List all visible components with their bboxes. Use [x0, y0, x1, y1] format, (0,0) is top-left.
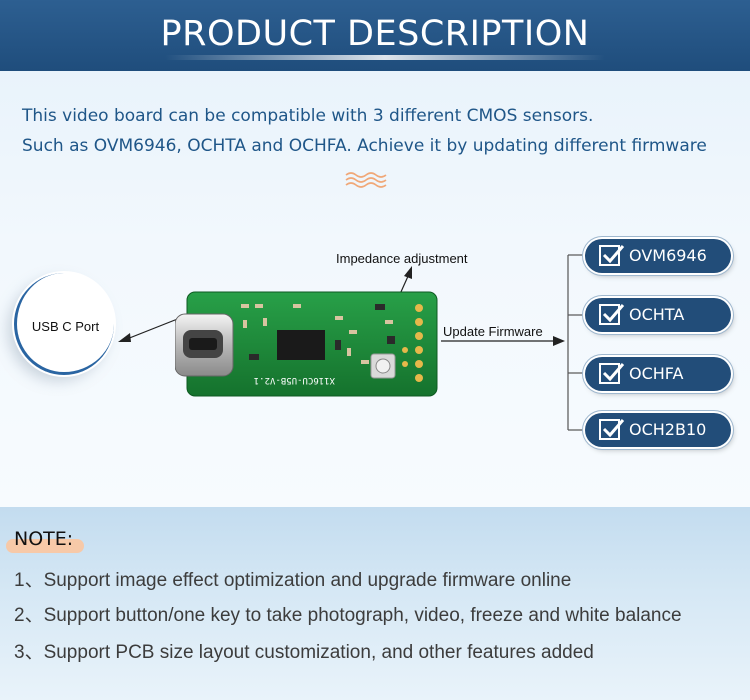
note-title: NOTE: — [14, 528, 74, 550]
check-icon — [599, 304, 625, 325]
check-icon — [599, 363, 625, 384]
svg-text:X116CU-U5B-V2.1: X116CU-U5B-V2.1 — [254, 375, 335, 385]
note-item: 3、Support PCB size layout customization,… — [14, 642, 594, 663]
sensor-item-ovm6946: OVM6946 — [585, 239, 731, 273]
sensor-label: OCHTA — [629, 305, 685, 324]
check-icon — [599, 419, 625, 440]
sensor-item-och2b10: OCH2B10 — [585, 413, 731, 447]
note-item: 2、Support button/one key to take photogr… — [14, 605, 682, 626]
sensor-item-ochfa: OCHFA — [585, 357, 731, 391]
video-board-image: X116CU-U5B-V2.1 — [175, 291, 438, 397]
header-banner: PRODUCT DESCRIPTION — [0, 0, 750, 71]
sensor-item-ochta: OCHTA — [585, 298, 731, 332]
sensor-label: OVM6946 — [629, 246, 707, 265]
note-item: 1、Support image effect optimization and … — [14, 570, 572, 591]
page-title: PRODUCT DESCRIPTION — [160, 14, 590, 54]
note-highlight — [6, 539, 84, 553]
intro-line-2: Such as OVM6946, OCHTA and OCHFA. Achiev… — [22, 136, 707, 156]
usb-port-label: USB C Port — [31, 319, 100, 334]
intro-line-1: This video board can be compatible with … — [22, 106, 594, 126]
note-section — [0, 507, 750, 700]
impedance-label: Impedance adjustment — [336, 251, 468, 266]
update-firmware-label: Update Firmware — [443, 324, 543, 339]
wave-divider-icon — [345, 172, 387, 188]
sensor-label: OCHFA — [629, 364, 684, 383]
check-icon — [599, 245, 625, 266]
title-shine — [165, 55, 605, 60]
usb-port-callout: USB C Port — [14, 273, 114, 375]
sensor-label: OCH2B10 — [629, 420, 707, 439]
